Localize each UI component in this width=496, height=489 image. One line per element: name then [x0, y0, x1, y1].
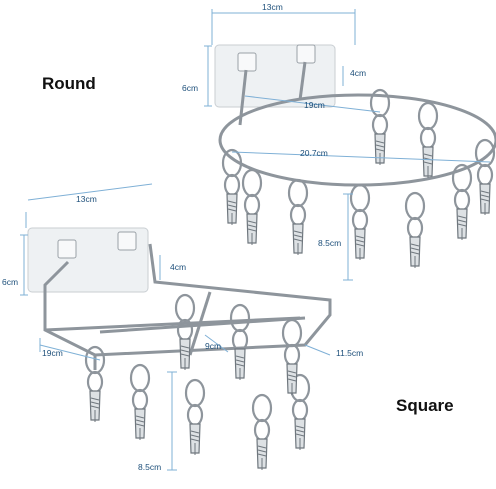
- square-clip-length-label: 8.5cm: [138, 462, 162, 472]
- square-depth-label: 4cm: [170, 262, 187, 272]
- square-length-label: 19cm: [42, 348, 63, 358]
- square-clip: [174, 293, 196, 372]
- square-hook-right: [117, 231, 137, 251]
- round-clip: [241, 168, 263, 247]
- square-hanger: [20, 183, 332, 472]
- square-dimension-lines: [20, 183, 331, 471]
- square-frame-width-label: 11.5cm: [336, 348, 364, 358]
- round-height-label: 6cm: [182, 83, 199, 93]
- round-clip: [287, 178, 309, 257]
- round-hanger: [204, 9, 496, 281]
- round-clip: [349, 183, 371, 262]
- round-width-label: 13cm: [262, 2, 283, 12]
- round-clip-length-label: 8.5cm: [318, 238, 342, 248]
- square-span-label: 9cm: [205, 341, 222, 351]
- square-width-label: 13cm: [76, 194, 97, 204]
- round-hook-right: [296, 44, 316, 64]
- round-dimension-lines: [204, 9, 491, 281]
- square-clip: [184, 378, 206, 457]
- round-clip: [404, 191, 426, 270]
- round-clip: [451, 163, 473, 242]
- square-clip: [129, 363, 151, 442]
- round-depth-label: 4cm: [350, 68, 367, 78]
- round-diameter-label: 20.7cm: [300, 148, 328, 158]
- square-clip: [281, 318, 303, 397]
- square-hook-left: [57, 239, 77, 259]
- round-clip: [417, 101, 439, 180]
- square-clip: [229, 303, 251, 382]
- round-title: Round: [42, 74, 96, 93]
- round-clip: [369, 88, 391, 167]
- square-height-label: 6cm: [2, 277, 19, 287]
- square-clip: [251, 393, 273, 472]
- round-span-label: 19cm: [304, 100, 325, 110]
- square-title: Square: [396, 396, 454, 415]
- round-hook-left: [237, 52, 257, 72]
